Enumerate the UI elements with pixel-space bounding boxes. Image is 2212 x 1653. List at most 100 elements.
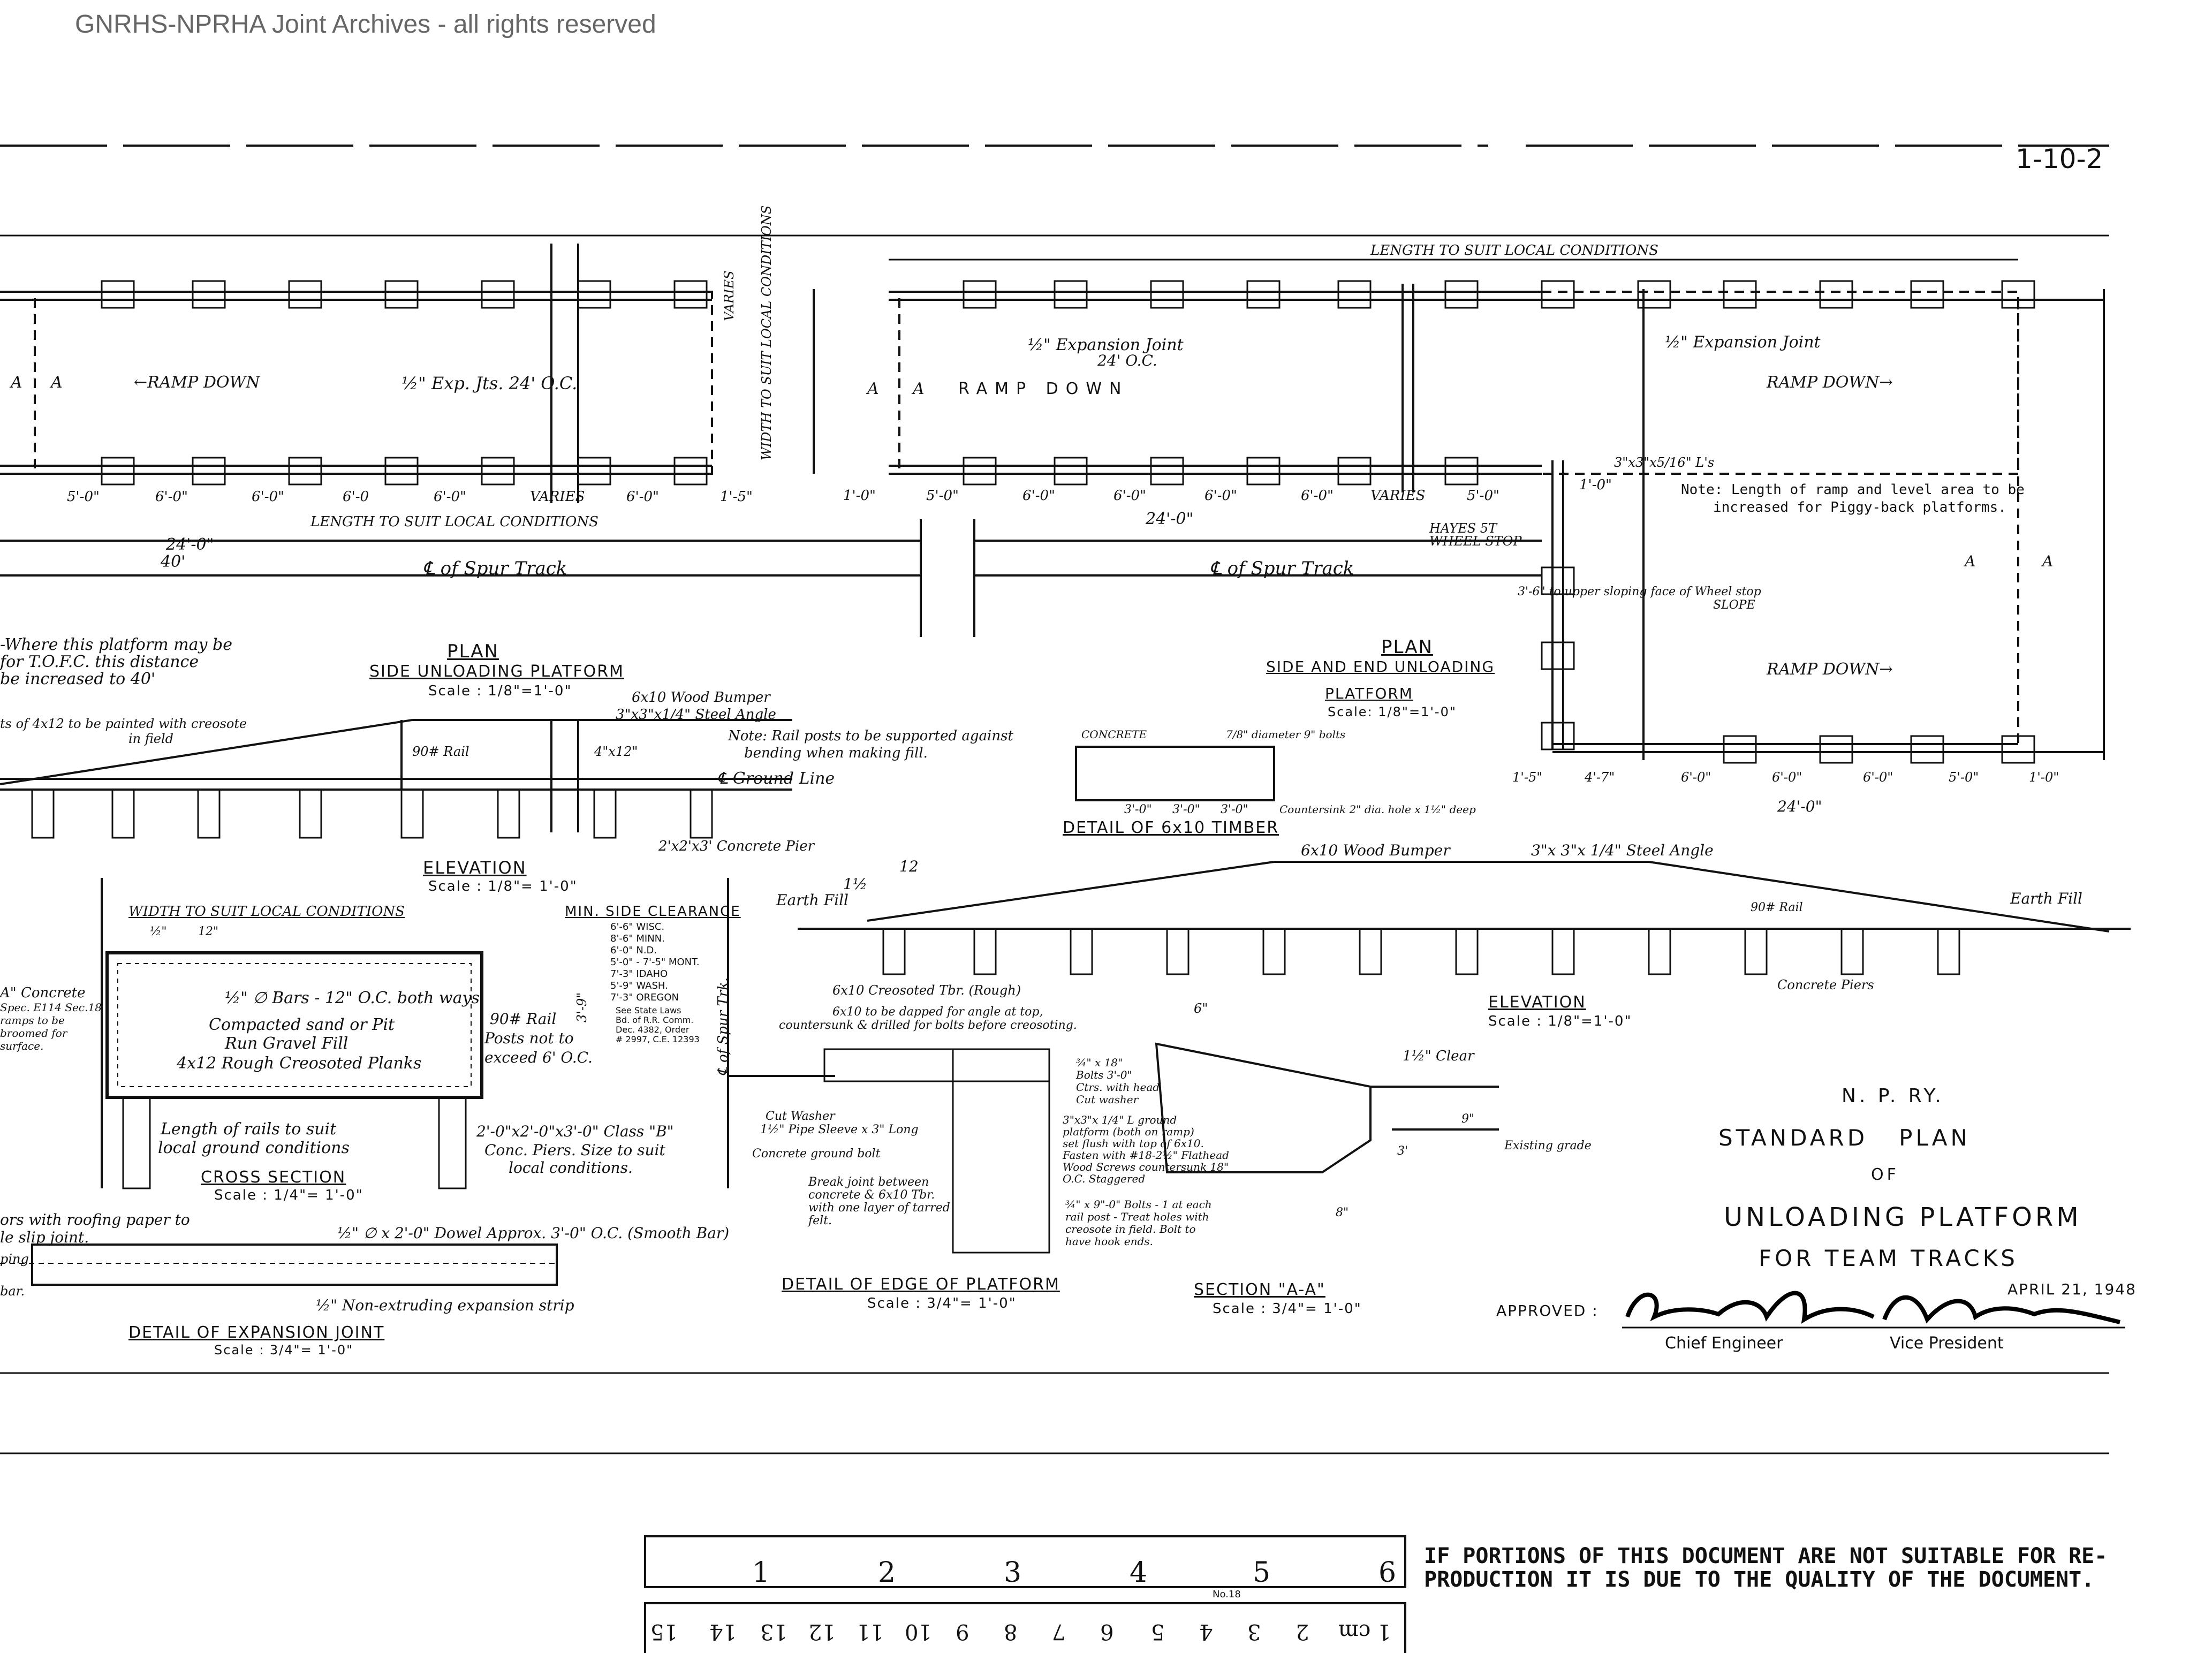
- ruler-inch: 2: [878, 1557, 896, 1589]
- rail-label: 90# Rail: [412, 744, 469, 759]
- edge-note: felt.: [808, 1214, 832, 1227]
- clearance-row: 5'-9" WASH.: [610, 980, 668, 991]
- view-title: ELEVATION: [1488, 993, 1586, 1012]
- pier-label: 2'x2'x3' Concrete Pier: [658, 838, 815, 854]
- view-scale: Scale : 3/4"= 1'-0": [214, 1343, 354, 1358]
- plan-title-line: FOR TEAM TRACKS: [1759, 1245, 2018, 1271]
- clearance-title: MIN. SIDE CLEARANCE: [565, 904, 741, 920]
- concrete-note: A" Concrete: [0, 985, 86, 1001]
- expansion-note: le slip joint.: [0, 1229, 89, 1246]
- edge-note: countersunk & drilled for bolts before c…: [779, 1019, 1077, 1032]
- expansion-note: ping: [0, 1252, 29, 1267]
- view-scale: Scale: 1/8"=1'-0": [1328, 704, 1457, 719]
- approved-label: APPROVED :: [1496, 1302, 1599, 1320]
- section-marker: A: [867, 380, 879, 398]
- expansion-note: bar.: [0, 1284, 25, 1299]
- view-scale: Scale : 1/8"=1'-0": [1488, 1013, 1632, 1029]
- dimension: 1'-0": [843, 488, 876, 504]
- bumper-label: 6x10 Wood Bumper: [632, 689, 770, 706]
- piers-note: 2'-0"x2'-0"x3'-0" Class "B": [476, 1123, 674, 1140]
- ruler-inch: 1: [752, 1557, 770, 1589]
- section-marker: A: [2042, 552, 2054, 570]
- expansion-joint-note: ½" Expansion Joint: [1028, 336, 1184, 354]
- dowel-note: ½" ∅ x 2'-0" Dowel Approx. 3'-0" O.C. (S…: [337, 1224, 730, 1242]
- tofc-note: be increased to 40': [0, 670, 156, 688]
- angle-label: 3"x3"x1/4" Steel Angle: [616, 707, 776, 723]
- ruler-cm: 15: [650, 1619, 678, 1644]
- plan-title-line: UNLOADING PLATFORM: [1724, 1202, 2082, 1232]
- concrete-note: Spec. E114 Sec.18: [0, 1001, 102, 1014]
- length-note: LENGTH TO SUIT LOCAL CONDITIONS: [310, 514, 599, 530]
- archive-watermark: GNRHS-NPRHA Joint Archives - all rights …: [75, 10, 656, 39]
- ruler-cm: 5: [1151, 1619, 1165, 1644]
- bolts-note: have hook ends.: [1065, 1235, 1153, 1248]
- ruler-cm: 12: [808, 1619, 836, 1644]
- ruler-cm: 11: [857, 1619, 884, 1644]
- document-quality-note: IF PORTIONS OF THIS DOCUMENT ARE NOT SUI…: [1424, 1544, 2107, 1591]
- dimension: 12": [198, 925, 219, 938]
- dimension: 3'-0": [1221, 803, 1248, 816]
- scale-ruler: [644, 1535, 1406, 1653]
- spur-track-label: ℄ of Spur Track: [1210, 558, 1354, 579]
- section-marker: A: [1965, 552, 1976, 570]
- concrete-note: ramps to be: [0, 1014, 65, 1027]
- ruler-cm: 7: [1052, 1619, 1066, 1644]
- countersink-note: Countersink 2" dia. hole x 1½" deep: [1279, 803, 1476, 816]
- view-scale: Scale : 3/4"= 1'-0": [1213, 1301, 1362, 1317]
- dimension: 5'-0": [1467, 488, 1499, 504]
- ramp-down-label: RAMP DOWN→: [1767, 373, 1893, 392]
- clearance-row: 5'-0" - 7'-5" MONT.: [610, 957, 700, 968]
- dimension: 6'-0": [1772, 770, 1802, 785]
- ruler-cm: 9: [956, 1619, 969, 1644]
- dimension: 4'-7": [1585, 770, 1615, 785]
- rails-length-note: local ground conditions: [158, 1139, 350, 1157]
- ruler-cm: 1 cm: [1338, 1619, 1391, 1644]
- length-note: LENGTH TO SUIT LOCAL CONDITIONS: [1370, 242, 1658, 259]
- ruler-cm: 8: [1004, 1619, 1018, 1644]
- view-title: DETAIL OF 6x10 TIMBER: [1063, 818, 1279, 837]
- angle-note: Fasten with #18-2½" Flathead: [1063, 1149, 1229, 1162]
- dimension: 6'-0": [1022, 488, 1055, 504]
- railway-name: N. P. RY.: [1842, 1085, 1944, 1107]
- rail-post-note: bending when making fill.: [744, 745, 928, 761]
- clear-note: 1½" Clear: [1403, 1048, 1474, 1064]
- ruler-cm: 4: [1199, 1619, 1213, 1644]
- view-title: DETAIL OF EXPANSION JOINT: [128, 1323, 385, 1342]
- dimension: 6'-0": [252, 489, 284, 505]
- dimension: ½": [150, 925, 167, 938]
- timber-label: CONCRETE: [1081, 728, 1147, 741]
- slope-label: 12: [899, 858, 919, 875]
- dimension: 6'-0": [1863, 770, 1893, 785]
- clearance-row: 6'-6" WISC.: [610, 921, 665, 932]
- ramp-down-label: RAMP DOWN→: [1767, 660, 1893, 679]
- plan-title-line: STANDARD PLAN: [1718, 1125, 1971, 1151]
- dimension: 24'-0": [1777, 798, 1822, 815]
- rails-length-note: Length of rails to suit: [161, 1120, 337, 1139]
- expansion-joint-note: 24' O.C.: [1097, 352, 1157, 369]
- ruler-cm: 3: [1247, 1619, 1261, 1644]
- view-title: ELEVATION: [423, 858, 527, 878]
- posts-note: in field: [128, 731, 174, 746]
- state-laws-note: Bd. of R.R. Comm.: [616, 1015, 694, 1025]
- section-marker: A: [51, 373, 63, 392]
- dimension: VARIES: [1370, 488, 1426, 504]
- slope-label: SLOPE: [1713, 598, 1755, 612]
- dimension: 9": [1461, 1112, 1475, 1126]
- rail-posts-note: exceed 6' O.C.: [484, 1049, 593, 1066]
- edge-note: Concrete ground bolt: [752, 1147, 881, 1161]
- dimension: 1'-5": [1512, 770, 1543, 785]
- earth-fill-label: Earth Fill: [776, 891, 849, 909]
- edge-note: ¾" x 18": [1076, 1056, 1123, 1069]
- width-note: WIDTH TO SUIT LOCAL CONDITIONS: [759, 205, 774, 460]
- dimension: 40': [161, 552, 186, 571]
- edge-note: Cut Washer: [766, 1110, 835, 1123]
- view-scale: Scale : 1/4"= 1'-0": [214, 1187, 363, 1203]
- dimension: 3'-0": [1172, 803, 1200, 816]
- edge-note: 6x10 Creosoted Tbr. (Rough): [832, 983, 1021, 998]
- rail-posts-note: Posts not to: [484, 1029, 574, 1047]
- bolts-note: creosote in field. Bolt to: [1065, 1223, 1196, 1235]
- clearance-row: 7'-3" OREGON: [610, 992, 679, 1003]
- view-scale: Scale : 3/4"= 1'-0": [867, 1295, 1017, 1311]
- spur-track-label: ℄ of Spur Track: [423, 558, 567, 579]
- view-scale: Scale : 1/8"= 1'-0": [428, 878, 578, 894]
